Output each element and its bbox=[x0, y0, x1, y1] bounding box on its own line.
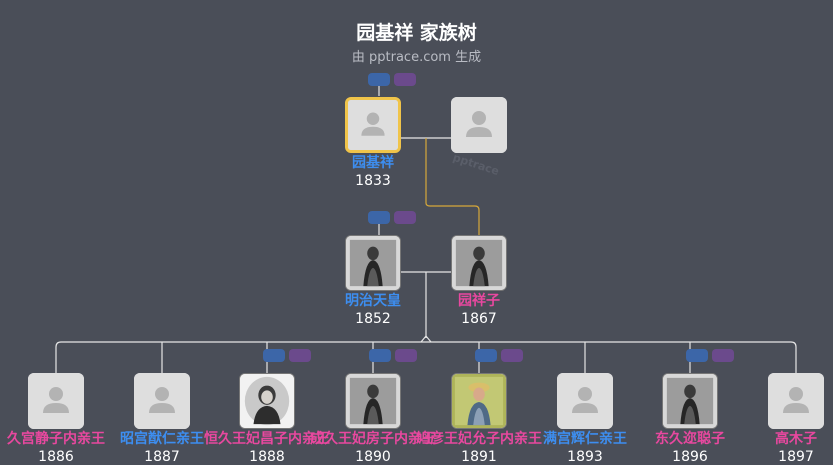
person-name[interactable]: 鸠彦王妃允子内亲王 bbox=[416, 431, 542, 447]
person-birth-year: 1886 bbox=[38, 449, 74, 465]
person-name[interactable]: 园祥子 bbox=[458, 293, 500, 309]
descent-line bbox=[425, 138, 480, 235]
children-bus-line bbox=[55, 341, 797, 373]
avatar-placeholder-icon bbox=[348, 100, 398, 150]
chart-title: 园基祥 家族树 bbox=[356, 22, 477, 44]
person-birth-year: 1867 bbox=[461, 311, 497, 327]
person-card[interactable] bbox=[134, 373, 190, 429]
avatar-placeholder-icon bbox=[451, 97, 507, 153]
person-card[interactable] bbox=[451, 235, 507, 291]
person-card[interactable] bbox=[451, 373, 507, 429]
portrait-photo-icon bbox=[240, 374, 294, 428]
person-birth-year: 1891 bbox=[461, 449, 497, 465]
collapse-button[interactable] bbox=[501, 349, 523, 362]
person-birth-year: 1893 bbox=[567, 449, 603, 465]
descent-line bbox=[420, 335, 432, 343]
portrait-photo-icon bbox=[452, 374, 506, 428]
person-birth-year: 1852 bbox=[355, 311, 391, 327]
person-birth-year: 1887 bbox=[144, 449, 180, 465]
person-card[interactable] bbox=[345, 97, 401, 153]
avatar-placeholder-icon bbox=[768, 373, 824, 429]
collapse-button[interactable] bbox=[712, 349, 734, 362]
person-card[interactable] bbox=[345, 235, 401, 291]
person-card[interactable] bbox=[662, 373, 718, 429]
person-birth-year: 1833 bbox=[355, 173, 391, 189]
portrait-photo-icon bbox=[663, 374, 717, 428]
avatar-placeholder-icon bbox=[134, 373, 190, 429]
person-card[interactable] bbox=[28, 373, 84, 429]
person-name[interactable]: 久宫静子内亲王 bbox=[7, 431, 105, 447]
collapse-button[interactable] bbox=[394, 73, 416, 86]
chart-subtitle: 由 pptrace.com 生成 bbox=[351, 50, 482, 65]
person-birth-year: 1897 bbox=[778, 449, 814, 465]
person-birth-year: 1890 bbox=[355, 449, 391, 465]
avatar-placeholder-icon bbox=[557, 373, 613, 429]
expand-button[interactable] bbox=[369, 349, 391, 362]
person-card[interactable] bbox=[557, 373, 613, 429]
portrait-photo-icon bbox=[452, 236, 506, 290]
person-name[interactable]: 成久王妃房子内亲王 bbox=[310, 431, 436, 447]
portrait-photo-icon bbox=[346, 374, 400, 428]
collapse-button[interactable] bbox=[289, 349, 311, 362]
person-name[interactable]: 恒久王妃昌子内亲王 bbox=[204, 431, 330, 447]
person-name[interactable]: 满宫辉仁亲王 bbox=[543, 431, 627, 447]
expand-button[interactable] bbox=[475, 349, 497, 362]
person-card[interactable] bbox=[239, 373, 295, 429]
collapse-button[interactable] bbox=[395, 349, 417, 362]
person-card[interactable] bbox=[451, 97, 507, 153]
expand-button[interactable] bbox=[368, 73, 390, 86]
person-name[interactable]: 园基祥 bbox=[352, 155, 394, 171]
person-name[interactable]: 昭宫猷仁亲王 bbox=[120, 431, 204, 447]
person-name[interactable]: 明治天皇 bbox=[345, 293, 401, 309]
portrait-photo-icon bbox=[346, 236, 400, 290]
avatar-placeholder-icon bbox=[28, 373, 84, 429]
person-birth-year: 1888 bbox=[249, 449, 285, 465]
person-name[interactable]: 东久迩聪子 bbox=[655, 431, 725, 447]
expand-button[interactable] bbox=[686, 349, 708, 362]
expand-button[interactable] bbox=[263, 349, 285, 362]
person-card[interactable] bbox=[768, 373, 824, 429]
person-name[interactable]: 高木子 bbox=[775, 431, 817, 447]
person-card[interactable] bbox=[345, 373, 401, 429]
person-birth-year: 1896 bbox=[672, 449, 708, 465]
expand-button[interactable] bbox=[368, 211, 390, 224]
collapse-button[interactable] bbox=[394, 211, 416, 224]
